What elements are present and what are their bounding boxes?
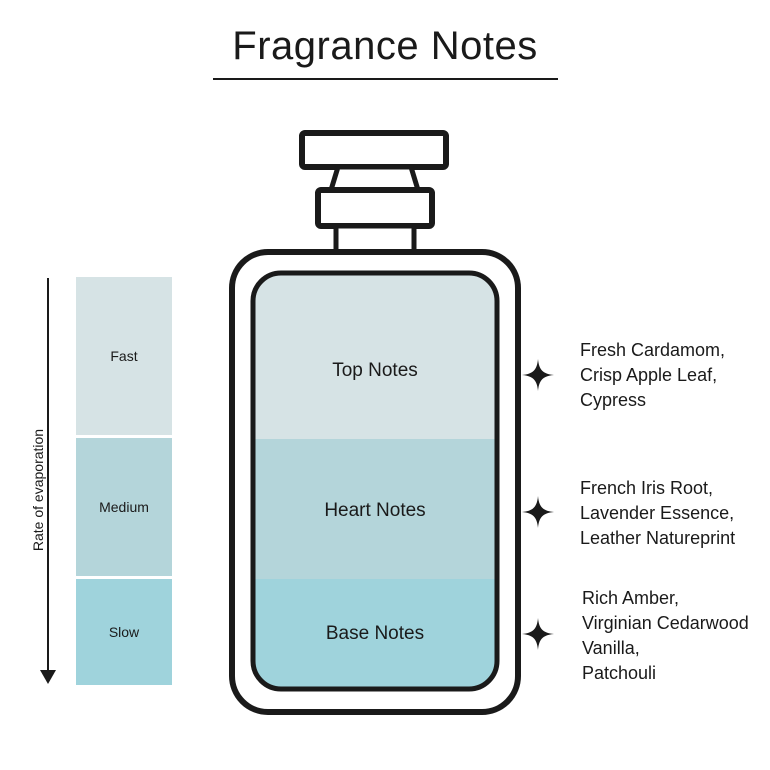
scale-band-label: Medium xyxy=(99,499,149,515)
note-item: Virginian Cedarwood xyxy=(582,613,749,633)
evaporation-axis-line xyxy=(47,278,49,674)
note-item: Fresh Cardamom, xyxy=(580,340,726,360)
note-item: Lavender Essence, xyxy=(580,503,735,523)
four-point-star-icon xyxy=(522,496,554,528)
zone-label-base: Base Notes xyxy=(325,623,425,644)
zone-label-heart: Heart Notes xyxy=(324,500,426,521)
arrow-down-icon xyxy=(40,670,56,684)
scale-band-label: Fast xyxy=(110,348,138,364)
scale-band-medium: Medium xyxy=(76,438,172,576)
bottle-cap xyxy=(299,130,449,170)
note-item: Cypress xyxy=(580,390,647,410)
note-item: Rich Amber, xyxy=(582,588,680,608)
bottle-inner-outline xyxy=(250,270,500,692)
bottle-cap-neck xyxy=(328,164,421,193)
zone-label-top: Top Notes xyxy=(332,360,418,381)
scale-band-label: Slow xyxy=(108,624,140,640)
scale-band-fast: Fast xyxy=(76,277,172,435)
note-item: Crisp Apple Leaf, xyxy=(580,365,718,385)
note-item: French Iris Root, xyxy=(580,478,714,498)
top-notes-list: Fresh Cardamom, Crisp Apple Leaf, Cypres… xyxy=(580,338,725,413)
bottle-collar xyxy=(315,187,435,229)
zone-fill-heart xyxy=(253,439,497,579)
zone-fill-top xyxy=(253,273,497,439)
diagram-title: Fragrance Notes xyxy=(232,24,538,68)
heart-notes-list: French Iris Root, Lavender Essence, Leat… xyxy=(580,476,735,551)
scale-band-slow: Slow xyxy=(76,579,172,685)
four-point-star-icon xyxy=(522,618,554,650)
note-item: Patchouli xyxy=(582,663,657,683)
title-underline xyxy=(213,78,558,80)
base-notes-list: Rich Amber, Virginian Cedarwood Vanilla,… xyxy=(582,586,749,686)
zone-fill-base xyxy=(253,579,497,689)
note-item: Vanilla, xyxy=(582,638,640,658)
bottle-neck xyxy=(333,223,417,255)
four-point-star-icon xyxy=(522,359,554,391)
note-item: Leather Natureprint xyxy=(580,528,736,548)
